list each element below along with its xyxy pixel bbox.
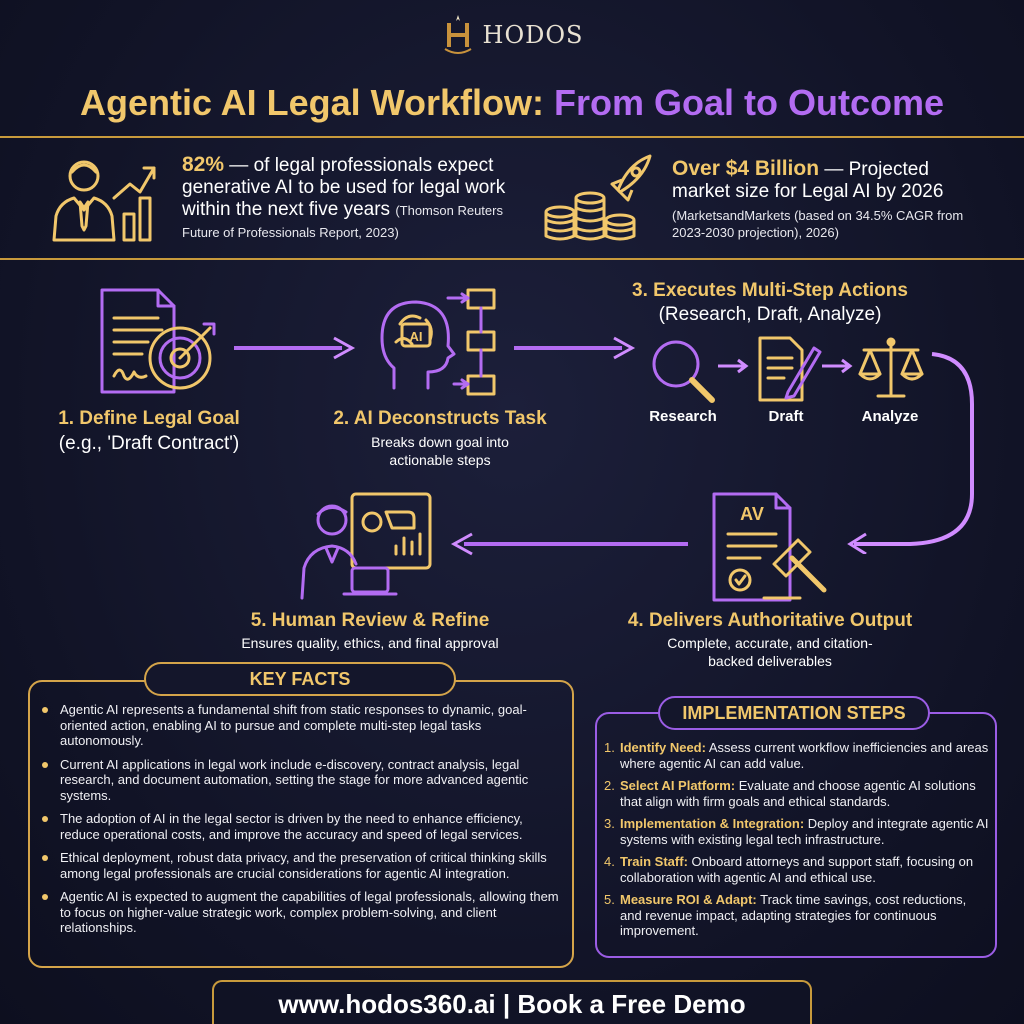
substep-research: Research xyxy=(649,408,717,425)
magnifier-icon xyxy=(652,340,715,403)
list-item: 2.Select AI Platform: Evaluate and choos… xyxy=(604,778,976,809)
brand-logo: HODOS xyxy=(0,10,1024,60)
list-item: The adoption of AI in the legal sector i… xyxy=(40,811,566,842)
implementation-list: 1.Identify Need: Assess current workflow… xyxy=(604,740,990,946)
stat-legal-ai-adoption: 82% — of legal professionals expect gene… xyxy=(182,154,512,243)
stat-highlight: Over $4 Billion xyxy=(672,157,820,180)
step3-subtitle: (Research, Draft, Analyze) xyxy=(658,304,882,325)
contract-goal-icon xyxy=(100,288,216,394)
ai-brain-icon: AI xyxy=(380,288,496,396)
curved-arrow-down-icon xyxy=(847,352,974,554)
step3-title: 3. Executes Multi-Step Actions xyxy=(632,280,908,301)
step5-desc: Ensures quality, ethics, and final appro… xyxy=(241,635,499,651)
step1-subtitle: (e.g., 'Draft Contract') xyxy=(58,433,240,454)
list-item: 3.Implementation & Integration: Deploy a… xyxy=(604,816,989,847)
key-facts-list: Agentic AI represents a fundamental shif… xyxy=(40,702,566,944)
list-item: 4.Train Staff: Onboard attorneys and sup… xyxy=(604,854,974,885)
stat-highlight: 82% xyxy=(182,153,225,176)
scales-of-justice-icon xyxy=(858,337,924,398)
title-part2: From Goal to Outcome xyxy=(554,82,945,123)
arrow-left-icon xyxy=(450,532,688,556)
rocket-coins-icon xyxy=(544,154,652,241)
step2-desc: Breaks down goal into actionable steps xyxy=(371,434,509,468)
stat-source: (Thomson Reuters Future of Professionals… xyxy=(182,203,503,240)
arrow-right-small-icon xyxy=(822,358,853,374)
ai-label: AI xyxy=(410,329,423,344)
stat-legal-ai-market: Over $4 Billion — Projected market size … xyxy=(672,158,992,241)
arrow-right-small-icon xyxy=(718,358,749,374)
substep-draft: Draft xyxy=(768,408,804,425)
substep-analyze: Analyze xyxy=(861,408,919,425)
list-item: Agentic AI represents a fundamental shif… xyxy=(40,702,566,749)
authoritative-output-icon: AV xyxy=(712,492,827,602)
doc-label: AV xyxy=(740,504,764,524)
step1-title: 1. Define Legal Goal xyxy=(58,408,240,429)
key-facts-heading: KEY FACTS xyxy=(144,662,456,696)
stat-text: — of legal professionals expect generati… xyxy=(182,155,506,220)
arrow-right-icon xyxy=(514,336,636,360)
step4-desc: Complete, accurate, and citation-backed … xyxy=(667,635,873,669)
page-title: Agentic AI Legal Workflow: From Goal to … xyxy=(0,82,1024,124)
draft-document-icon xyxy=(758,336,822,402)
step5-title: 5. Human Review & Refine xyxy=(250,610,490,631)
list-item: 1.Identify Need: Assess current workflow… xyxy=(604,740,989,771)
list-item: Current AI applications in legal work in… xyxy=(40,757,566,804)
title-part1: Agentic AI Legal Workflow: xyxy=(79,82,544,123)
step4-title: 4. Delivers Authoritative Output xyxy=(627,610,913,631)
divider-top xyxy=(0,136,1024,138)
list-item: 5.Measure ROI & Adapt: Track time saving… xyxy=(604,892,967,938)
implementation-heading: IMPLEMENTATION STEPS xyxy=(658,696,930,730)
footer: www.hodos360.ai | Book a Free Demo xyxy=(0,968,1024,1024)
human-review-icon xyxy=(300,492,432,600)
step2-title: 2. AI Deconstructs Task xyxy=(333,408,547,429)
professional-growth-icon xyxy=(52,160,156,242)
stat-text: — Projected market size for Legal AI by … xyxy=(672,159,944,202)
hodos-logo-icon xyxy=(443,15,472,54)
stat-source: (MarketsandMarkets (based on 34.5% CAGR … xyxy=(672,208,964,240)
list-item: Agentic AI is expected to augment the ca… xyxy=(40,889,566,936)
arrow-right-icon xyxy=(234,336,356,360)
footer-cta-link[interactable]: www.hodos360.ai | Book a Free Demo xyxy=(212,980,812,1024)
brand-name: HODOS xyxy=(482,21,584,49)
divider-stats xyxy=(0,258,1024,260)
list-item: Ethical deployment, robust data privacy,… xyxy=(40,850,566,881)
